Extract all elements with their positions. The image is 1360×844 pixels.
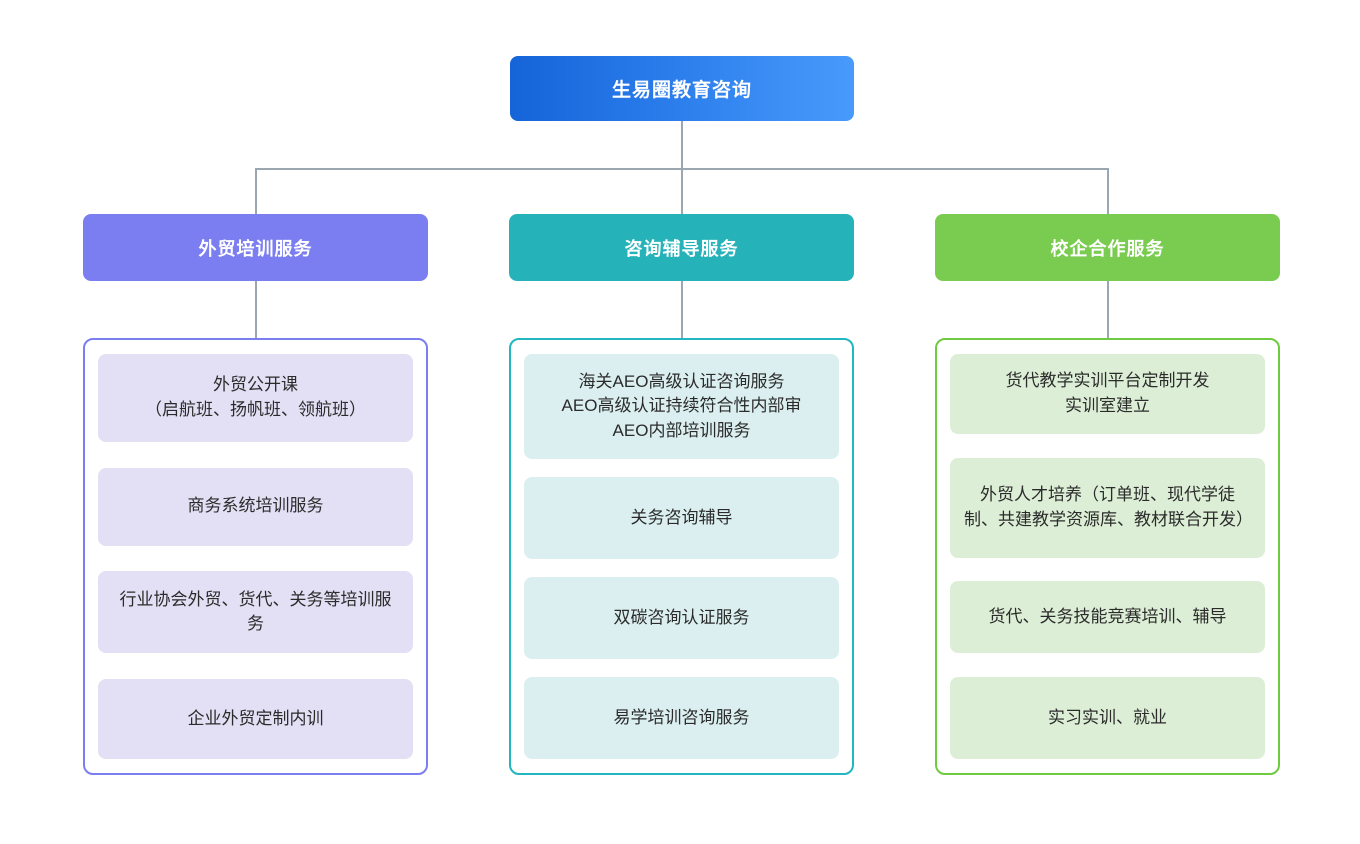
connector-stub-branch-1	[255, 281, 257, 338]
leaf-card[interactable]: 易学培训咨询服务	[524, 677, 839, 759]
branch-column-school-enterprise-cooperation: 校企合作服务 货代教学实训平台定制开发 实训室建立 外贸人才培养（订单班、现代学…	[935, 214, 1280, 775]
branch-body-consulting-tutoring: 海关AEO高级认证咨询服务 AEO高级认证持续符合性内部审 AEO内部培训服务 …	[509, 338, 854, 775]
branch-header-consulting-tutoring[interactable]: 咨询辅导服务	[509, 214, 854, 281]
root-node[interactable]: 生易圈教育咨询	[510, 56, 854, 121]
connector-drop-branch-2	[681, 168, 683, 215]
leaf-card[interactable]: 货代教学实训平台定制开发 实训室建立	[950, 354, 1265, 434]
branch-header-school-enterprise-cooperation[interactable]: 校企合作服务	[935, 214, 1280, 281]
leaf-card[interactable]: 商务系统培训服务	[98, 467, 413, 546]
branch-column-consulting-tutoring: 咨询辅导服务 海关AEO高级认证咨询服务 AEO高级认证持续符合性内部审 AEO…	[509, 214, 854, 775]
leaf-card[interactable]: 货代、关务技能竞赛培训、辅导	[950, 581, 1265, 654]
leaf-card[interactable]: 企业外贸定制内训	[98, 678, 413, 759]
leaf-card[interactable]: 实习实训、就业	[950, 676, 1265, 759]
leaf-card[interactable]: 外贸人才培养（订单班、现代学徒制、共建教学资源库、教材联合开发）	[950, 457, 1265, 558]
leaf-card[interactable]: 海关AEO高级认证咨询服务 AEO高级认证持续符合性内部审 AEO内部培训服务	[524, 354, 839, 459]
leaf-card[interactable]: 外贸公开课 （启航班、扬帆班、领航班）	[98, 354, 413, 442]
connector-drop-branch-1	[255, 168, 257, 215]
connector-root-stem	[681, 121, 683, 169]
branch-column-foreign-trade-training: 外贸培训服务 外贸公开课 （启航班、扬帆班、领航班） 商务系统培训服务 行业协会…	[83, 214, 428, 775]
leaf-card[interactable]: 行业协会外贸、货代、关务等培训服务	[98, 571, 413, 654]
leaf-card[interactable]: 双碳咨询认证服务	[524, 577, 839, 659]
branch-body-foreign-trade-training: 外贸公开课 （启航班、扬帆班、领航班） 商务系统培训服务 行业协会外贸、货代、关…	[83, 338, 428, 775]
leaf-card[interactable]: 关务咨询辅导	[524, 477, 839, 559]
connector-stub-branch-3	[1107, 281, 1109, 338]
branch-header-foreign-trade-training[interactable]: 外贸培训服务	[83, 214, 428, 281]
connector-drop-branch-3	[1107, 168, 1109, 215]
connector-stub-branch-2	[681, 281, 683, 338]
branch-body-school-enterprise-cooperation: 货代教学实训平台定制开发 实训室建立 外贸人才培养（订单班、现代学徒制、共建教学…	[935, 338, 1280, 775]
